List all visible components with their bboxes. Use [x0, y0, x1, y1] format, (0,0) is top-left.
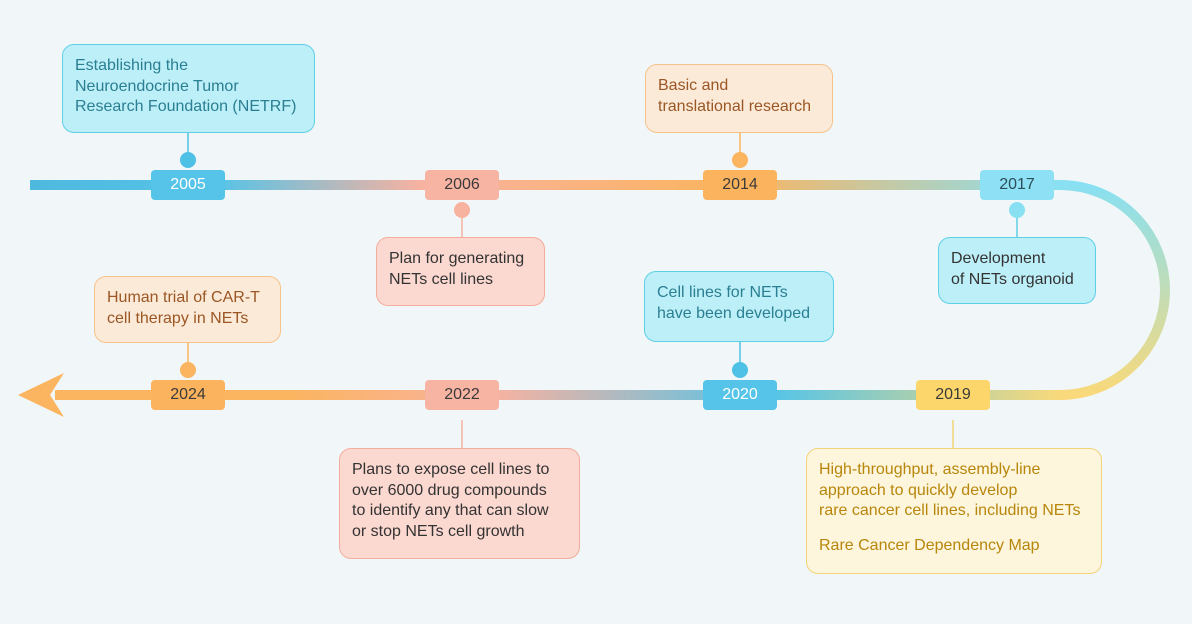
note-line: Cell lines for NETs [657, 284, 788, 301]
note-line: Plan for generating [389, 250, 525, 267]
note-line-extra: Rare Cancer Dependency Map [819, 536, 1040, 554]
event-note-2005: Establishing the Neuroendocrine Tumor Re… [62, 44, 315, 133]
event-note-2006: Plan for generating NETs cell lines [376, 237, 545, 306]
event-note-2019: High-throughput, assembly-line approach … [806, 448, 1102, 574]
year-badge-2022: 2022 [425, 380, 499, 410]
year-badge-2019: 2019 [916, 380, 990, 410]
note-line: NETs cell lines [389, 270, 494, 288]
year-badge-2020: 2020 [703, 380, 777, 410]
note-line: approach to quickly develop [819, 481, 1018, 499]
event-note-2014: Basic and translational research [645, 64, 833, 133]
event-note-2022: Plans to expose cell lines to over 6000 … [339, 448, 580, 559]
note-line: have been developed [657, 304, 811, 322]
note-line: High-throughput, assembly-line [819, 461, 1041, 478]
dot-2005 [180, 152, 196, 168]
dot-2024 [180, 362, 196, 378]
note-line: Human trial of CAR-T [107, 289, 260, 306]
note-line: Neuroendocrine Tumor [75, 77, 239, 95]
note-line: Establishing the [75, 57, 188, 74]
arrow-left-icon [18, 373, 64, 417]
dot-2006 [454, 202, 470, 218]
event-note-2017: Development of NETs organoid [938, 237, 1096, 304]
note-line: Development [951, 250, 1046, 267]
timeline-curve-segment [1059, 180, 1170, 400]
dot-2017 [1009, 202, 1025, 218]
note-spacer [819, 522, 1089, 536]
year-badge-2017: 2017 [980, 170, 1054, 200]
note-line: rare cancer cell lines, including NETs [819, 502, 1081, 519]
note-line: or stop NETs cell growth [352, 522, 525, 540]
year-badge-2024: 2024 [151, 380, 225, 410]
year-badge-2005: 2005 [151, 170, 225, 200]
event-note-2020: Cell lines for NETs have been developed [644, 271, 834, 342]
note-line: to identify any that can slow [352, 502, 549, 519]
dot-2014 [732, 152, 748, 168]
year-badge-2014: 2014 [703, 170, 777, 200]
note-line: Plans to expose cell lines to [352, 461, 550, 478]
note-line: cell therapy in NETs [107, 309, 249, 327]
note-line: over 6000 drug compounds [352, 481, 547, 499]
year-badge-2006: 2006 [425, 170, 499, 200]
note-line: of NETs organoid [951, 270, 1074, 288]
dot-2020 [732, 362, 748, 378]
note-line: Research Foundation (NETRF) [75, 98, 297, 115]
note-line: Basic and [658, 77, 729, 94]
note-line: translational research [658, 97, 811, 115]
event-note-2024: Human trial of CAR-T cell therapy in NET… [94, 276, 281, 343]
